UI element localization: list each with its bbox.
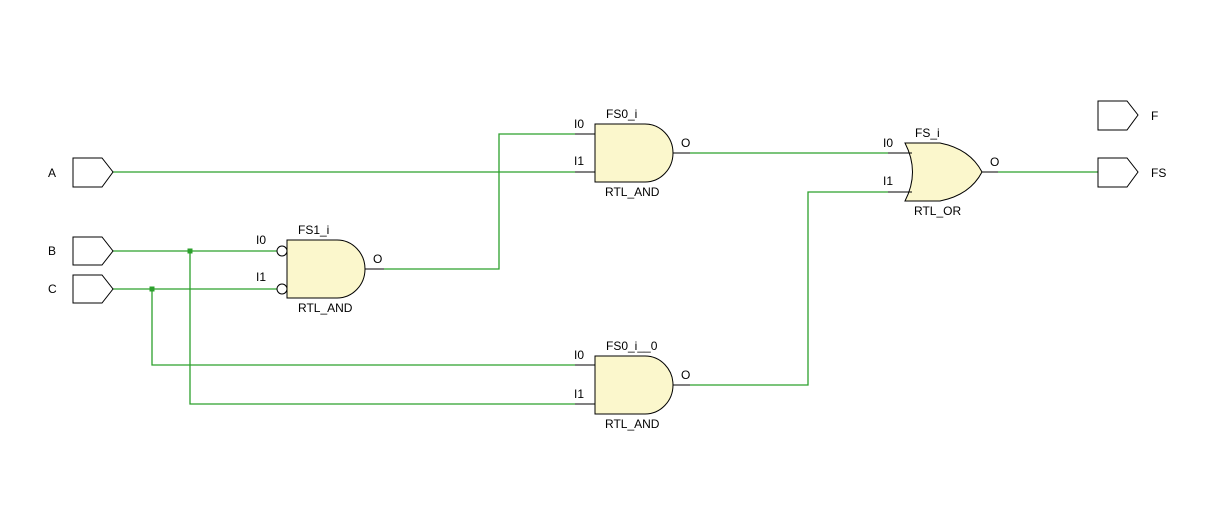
gate-fs0_0-out-label: O xyxy=(681,368,690,382)
port-b-shape xyxy=(72,236,114,266)
gate-fs1-instance-label: FS1_i xyxy=(298,223,329,237)
gate-fs-or[interactable]: FS_i I0 I1 O RTL_OR xyxy=(883,126,999,218)
gate-fs1-type-label: RTL_AND xyxy=(298,301,353,315)
wire-c-to-fs0_0-i0[interactable] xyxy=(151,289,575,366)
port-fs-label: FS xyxy=(1151,166,1166,180)
gate-fs0-type-label: RTL_AND xyxy=(605,185,660,199)
wire-fs0_0-o-to-fs-i1[interactable] xyxy=(690,191,888,386)
gate-fs1-out-label: O xyxy=(373,252,382,266)
wires xyxy=(113,133,1098,405)
input-port-a[interactable]: A xyxy=(48,157,114,188)
gate-fs0-in0-label: I0 xyxy=(574,117,584,131)
port-c-label: C xyxy=(48,282,57,296)
gate-fs-in0-label: I0 xyxy=(883,136,893,150)
gate-fs0_0-in0-label: I0 xyxy=(574,348,584,362)
port-f-shape xyxy=(1097,100,1139,131)
gate-fs0_0-in1-label: I1 xyxy=(574,387,584,401)
port-b-label: B xyxy=(48,244,56,258)
junction-dot-c xyxy=(149,286,155,292)
gate-fs1-in0-label: I0 xyxy=(256,233,266,247)
gate-fs0_0-type-label: RTL_AND xyxy=(605,417,660,431)
gate-fs1-body xyxy=(286,239,366,299)
output-port-f[interactable]: F xyxy=(1097,100,1158,131)
wire-b-to-fs0_0-i1[interactable] xyxy=(189,251,575,405)
port-c-shape xyxy=(72,274,114,304)
gate-fs0_0-instance-label: FS0_i__0 xyxy=(606,339,658,353)
gate-fs1-i1-inversion-bubble xyxy=(276,283,288,295)
gate-fs-body xyxy=(904,142,983,202)
port-f-label: F xyxy=(1151,109,1158,123)
wire-fs1-o-to-fs0-i0[interactable] xyxy=(384,133,575,270)
gate-fs-in1-label: I1 xyxy=(883,174,893,188)
junction-dot-b xyxy=(187,248,193,254)
port-a-label: A xyxy=(48,166,56,180)
port-a-shape xyxy=(72,157,114,188)
gate-fs0_0-body xyxy=(594,355,674,415)
gate-fs1-in1-label: I1 xyxy=(256,270,266,284)
gate-fs0_0-and[interactable]: FS0_i__0 I0 I1 O RTL_AND xyxy=(574,339,690,431)
gate-fs0-out-label: O xyxy=(681,136,690,150)
input-port-c[interactable]: C xyxy=(48,274,114,304)
gate-fs0-in1-label: I1 xyxy=(574,154,584,168)
gate-fs-instance-label: FS_i xyxy=(915,126,940,140)
gate-fs0-instance-label: FS0_i xyxy=(606,107,637,121)
gate-fs1-and[interactable]: FS1_i I0 I1 O RTL_AND xyxy=(256,223,384,315)
gate-fs0-body xyxy=(594,123,674,183)
output-port-fs[interactable]: FS xyxy=(1097,157,1166,188)
port-fs-shape xyxy=(1097,157,1139,188)
input-port-b[interactable]: B xyxy=(48,236,114,266)
gate-fs1-i0-inversion-bubble xyxy=(276,245,288,257)
gate-fs-out-label: O xyxy=(990,155,999,169)
gate-fs0-and[interactable]: FS0_i I0 I1 O RTL_AND xyxy=(574,107,690,199)
gate-fs-type-label: RTL_OR xyxy=(914,204,961,218)
